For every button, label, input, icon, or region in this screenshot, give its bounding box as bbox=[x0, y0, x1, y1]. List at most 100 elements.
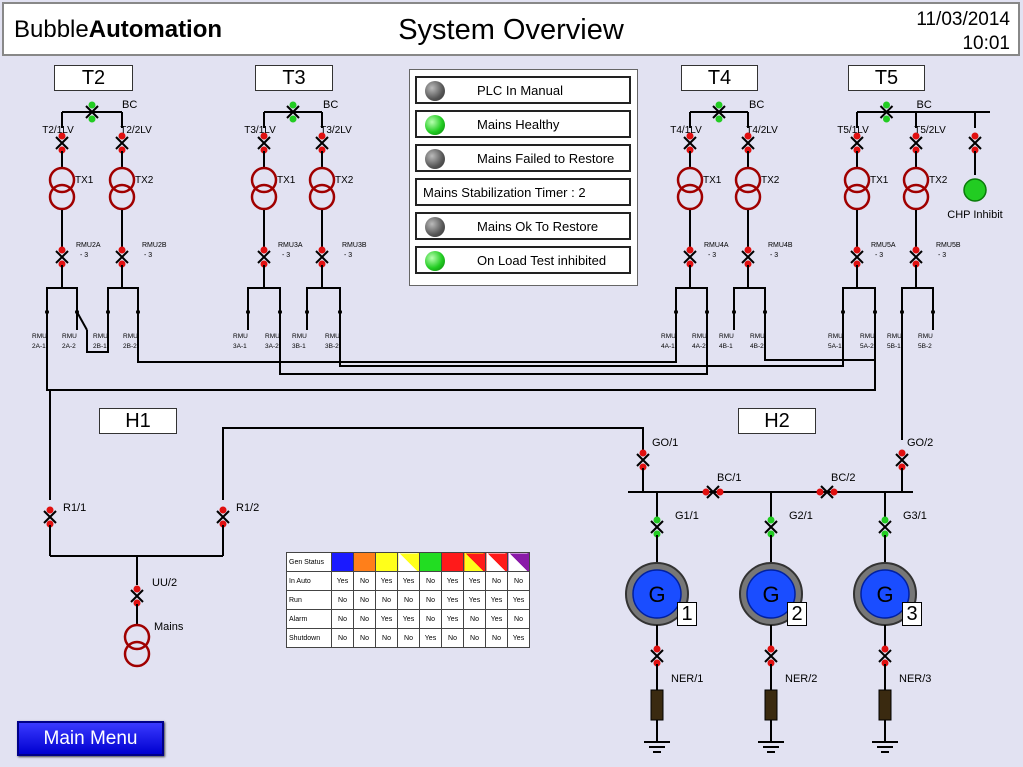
mains-transformer-icon bbox=[123, 640, 151, 668]
transformer-t3-2 bbox=[308, 183, 336, 211]
breaker-cross bbox=[741, 136, 755, 150]
breaker-dot bbox=[881, 645, 889, 653]
breaker-dot bbox=[118, 132, 126, 140]
main-menu-button[interactable]: Main Menu bbox=[17, 721, 164, 756]
mains-transformer-icon bbox=[123, 623, 151, 651]
rmu-box bbox=[107, 287, 139, 312]
breaker-dot bbox=[318, 132, 326, 140]
color-blue bbox=[331, 552, 354, 572]
transformer-t2-2 bbox=[108, 183, 136, 211]
transformer-t3-2 bbox=[308, 166, 336, 194]
breaker-dot bbox=[744, 260, 752, 268]
transformer-t4-2 bbox=[734, 166, 762, 194]
rmu-small-label: RMU bbox=[93, 333, 108, 340]
rmu-box bbox=[675, 287, 708, 312]
rmu-small-label: 5A-1 bbox=[828, 343, 842, 350]
status-panel: PLC In Manual Mains Healthy Mains Failed… bbox=[409, 69, 638, 286]
rmu-small-label: RMU bbox=[292, 333, 307, 340]
rmu-label: - 3 bbox=[938, 252, 946, 259]
breaker-dot bbox=[715, 101, 723, 109]
rmu-small-label: RMU bbox=[62, 333, 77, 340]
breaker-dot bbox=[653, 516, 661, 524]
rmu-small-label: 3A-1 bbox=[233, 343, 247, 350]
g1-breaker-label: G1/1 bbox=[675, 510, 699, 522]
wire bbox=[137, 330, 677, 363]
color-red-yellow bbox=[463, 552, 486, 572]
g3-breaker-label: G3/1 bbox=[903, 510, 927, 522]
generator-3-core bbox=[860, 569, 910, 619]
transformer-t4-1 bbox=[676, 183, 704, 211]
rmu-small-label: 5B-2 bbox=[918, 343, 932, 350]
breaker-dot bbox=[912, 132, 920, 140]
lamp-icon bbox=[425, 251, 445, 271]
breaker-dot bbox=[883, 115, 890, 123]
breaker-dot bbox=[219, 506, 227, 514]
transformer-t4-2 bbox=[734, 183, 762, 211]
color-orange bbox=[353, 552, 376, 572]
ner3-label: NER/3 bbox=[899, 673, 931, 685]
lv-label: T2/2LV bbox=[120, 125, 152, 136]
rmu-label: - 3 bbox=[875, 252, 883, 259]
rmu-small-label: RMU bbox=[750, 333, 765, 340]
breaker-dot bbox=[318, 246, 326, 254]
rmu-small-label: 4B-2 bbox=[750, 343, 764, 350]
rmu-small-label: 5B-1 bbox=[887, 343, 901, 350]
mains-label: Mains bbox=[154, 621, 184, 633]
brand-logo: BubbleAutomation bbox=[14, 16, 223, 43]
breaker-dot bbox=[767, 645, 775, 653]
rmu-small-label: RMU bbox=[233, 333, 248, 340]
rmu-label: RMU3A bbox=[278, 242, 303, 249]
bc-1-label: BC/1 bbox=[717, 472, 741, 484]
lv-label: T5/1LV bbox=[837, 125, 869, 136]
rmu-small-label: RMU bbox=[325, 333, 340, 340]
bc-2-label: BC/2 bbox=[831, 472, 855, 484]
ner1-label: NER/1 bbox=[671, 673, 703, 685]
transformer-t5-1 bbox=[843, 183, 871, 211]
breaker-dot bbox=[767, 530, 775, 538]
status-mains-failed: Mains Failed to Restore bbox=[415, 144, 631, 172]
lv-label: T3/2LV bbox=[320, 125, 352, 136]
time-text: 10:01 bbox=[962, 33, 1010, 54]
breaker-dot bbox=[686, 246, 694, 254]
bc-label-t2: BC bbox=[122, 99, 137, 111]
breaker-dot bbox=[260, 132, 268, 140]
tx-label: TX1 bbox=[277, 175, 296, 186]
breaker-dot bbox=[260, 260, 268, 268]
generator-3-letter: G bbox=[876, 582, 893, 607]
breaker-dot bbox=[816, 488, 824, 496]
breaker-cross bbox=[636, 453, 650, 467]
wire bbox=[86, 330, 109, 353]
breaker-dot bbox=[912, 260, 920, 268]
gen-status-header: Gen Status bbox=[286, 552, 332, 572]
box-t3: T3 bbox=[255, 65, 333, 91]
breaker-dot bbox=[58, 246, 66, 254]
open-switch bbox=[76, 311, 88, 331]
rmu-small-label: RMU bbox=[719, 333, 734, 340]
breaker-dot bbox=[88, 101, 96, 109]
tx-label: TX2 bbox=[929, 175, 948, 186]
breaker-dot bbox=[118, 260, 126, 268]
rmu-box bbox=[842, 287, 876, 312]
rmu-label: RMU2A bbox=[76, 242, 101, 249]
tx-label: TX1 bbox=[75, 175, 94, 186]
rmu-label: RMU2B bbox=[142, 242, 167, 249]
lv-label: T2/1LV bbox=[42, 125, 74, 136]
rmu-small-label: 3A-2 bbox=[265, 343, 279, 350]
breaker-cross bbox=[683, 136, 697, 150]
status-stabilization-timer: Mains Stabilization Timer : 2 bbox=[415, 178, 631, 206]
tx-label: TX1 bbox=[870, 175, 889, 186]
breaker-dot bbox=[289, 115, 297, 123]
color-red bbox=[441, 552, 464, 572]
breaker-dot bbox=[58, 146, 66, 154]
wire bbox=[222, 427, 644, 500]
breaker-dot bbox=[133, 599, 141, 607]
breaker-dot bbox=[639, 463, 647, 471]
breaker-cross bbox=[895, 453, 909, 467]
breaker-dot bbox=[853, 260, 861, 268]
breaker-dot bbox=[58, 132, 66, 140]
color-yellow bbox=[375, 552, 398, 572]
gen-number-3: 3 bbox=[902, 602, 922, 626]
